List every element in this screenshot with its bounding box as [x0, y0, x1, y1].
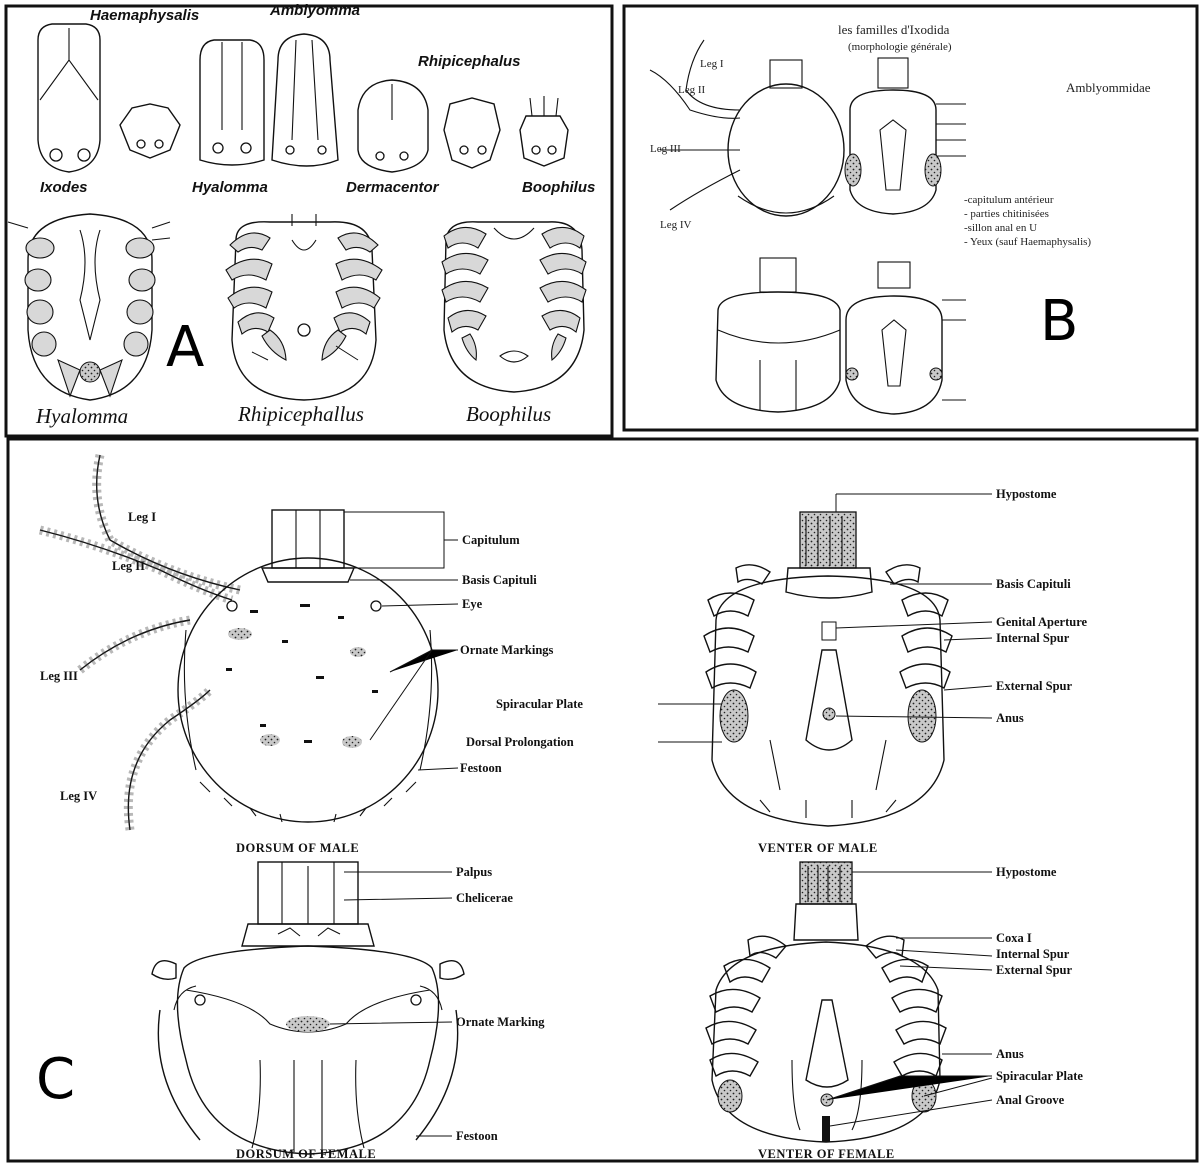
label-festoon-female: Festoon [456, 1129, 498, 1143]
panel-b-family: Amblyommidae [1066, 80, 1151, 95]
label-basis-capituli-male-dorsum: Basis Capituli [462, 573, 537, 587]
label-haemaphysalis: Haemaphysalis [90, 7, 199, 24]
label-hyalomma: Hyalomma [35, 404, 128, 428]
label-spiracular-plate-male: Spiracular Plate [496, 697, 583, 711]
label-chelicerae: Chelicerae [456, 891, 513, 905]
caption-venter-male: VENTER OF MALE [758, 841, 878, 855]
label-boophilus: Boophilus [466, 402, 551, 426]
panel-b-feature-3: -sillon anal en U [964, 222, 1037, 234]
label-anal-groove: Anal Groove [996, 1093, 1065, 1107]
label-spiracular-plate-female: Spiracular Plate [996, 1069, 1083, 1083]
label-dorsal-prolongation: Dorsal Prolongation [466, 735, 574, 749]
label-rhipicephalus: Rhipicephalus [418, 53, 521, 70]
label-anus-male: Anus [996, 711, 1024, 725]
panel-b-title: les familles d'Ixodida [838, 22, 950, 37]
label-capitulum: Capitulum [462, 533, 520, 547]
panel-a: Haemaphysalis Amblyomma Rhipicephalus Ix… [6, 2, 612, 436]
label-coxa-1: Coxa I [996, 931, 1032, 945]
panel-b-feature-1: -capitulum antérieur [964, 194, 1054, 206]
leg-1-label: Leg I [128, 510, 156, 524]
label-external-spur-male: External Spur [996, 679, 1073, 693]
label-hypostome-female: Hypostome [996, 865, 1057, 879]
label-basis-capituli-venter: Basis Capituli [996, 577, 1071, 591]
label-amblyomma: Amblyomma [269, 2, 360, 19]
panel-c-letter: C [36, 1047, 75, 1112]
panel-a-letter: A [166, 315, 204, 380]
label-genital-aperture: Genital Aperture [996, 615, 1088, 629]
label-eye: Eye [462, 597, 483, 611]
label-boophilus-genus: Boophilus [522, 179, 595, 196]
label-ornate-markings: Ornate Markings [460, 643, 554, 657]
panel-b-leg-4: Leg IV [660, 219, 692, 231]
leg-4-label: Leg IV [60, 789, 97, 803]
label-internal-spur-male: Internal Spur [996, 631, 1070, 645]
panel-b-leg-2: Leg II [678, 84, 706, 96]
label-rhipicephallus: Rhipicephallus [237, 402, 364, 426]
leg-3-label: Leg III [40, 669, 78, 683]
panel-c: Leg I Leg II Leg III Leg IV [8, 439, 1197, 1161]
caption-dorsum-male: DORSUM OF MALE [236, 841, 359, 855]
caption-venter-female: VENTER OF FEMALE [758, 1147, 895, 1161]
panel-b: les familles d'Ixodida (morphologie géné… [624, 6, 1197, 430]
label-festoon-male: Festoon [460, 761, 502, 775]
label-external-spur-female: External Spur [996, 963, 1073, 977]
label-anus-female: Anus [996, 1047, 1024, 1061]
label-dermacentor: Dermacentor [346, 179, 440, 196]
panel-b-subtitle: (morphologie générale) [848, 41, 952, 53]
label-hyalomma-genus: Hyalomma [192, 179, 268, 196]
label-hypostome-male: Hypostome [996, 487, 1057, 501]
label-ornate-marking: Ornate Marking [456, 1015, 545, 1029]
label-internal-spur-female: Internal Spur [996, 947, 1070, 961]
label-palpus: Palpus [456, 865, 492, 879]
caption-dorsum-female: DORSUM OF FEMALE [236, 1147, 376, 1161]
label-ixodes: Ixodes [40, 179, 88, 196]
panel-b-feature-4: - Yeux (sauf Haemaphysalis) [964, 236, 1091, 248]
panel-b-leg-3: Leg III [650, 143, 681, 155]
panel-b-feature-2: - parties chitinisées [964, 208, 1049, 220]
leg-2-label: Leg II [112, 559, 145, 573]
panel-b-leg-1: Leg I [700, 58, 724, 70]
panel-b-letter: B [1040, 289, 1078, 354]
